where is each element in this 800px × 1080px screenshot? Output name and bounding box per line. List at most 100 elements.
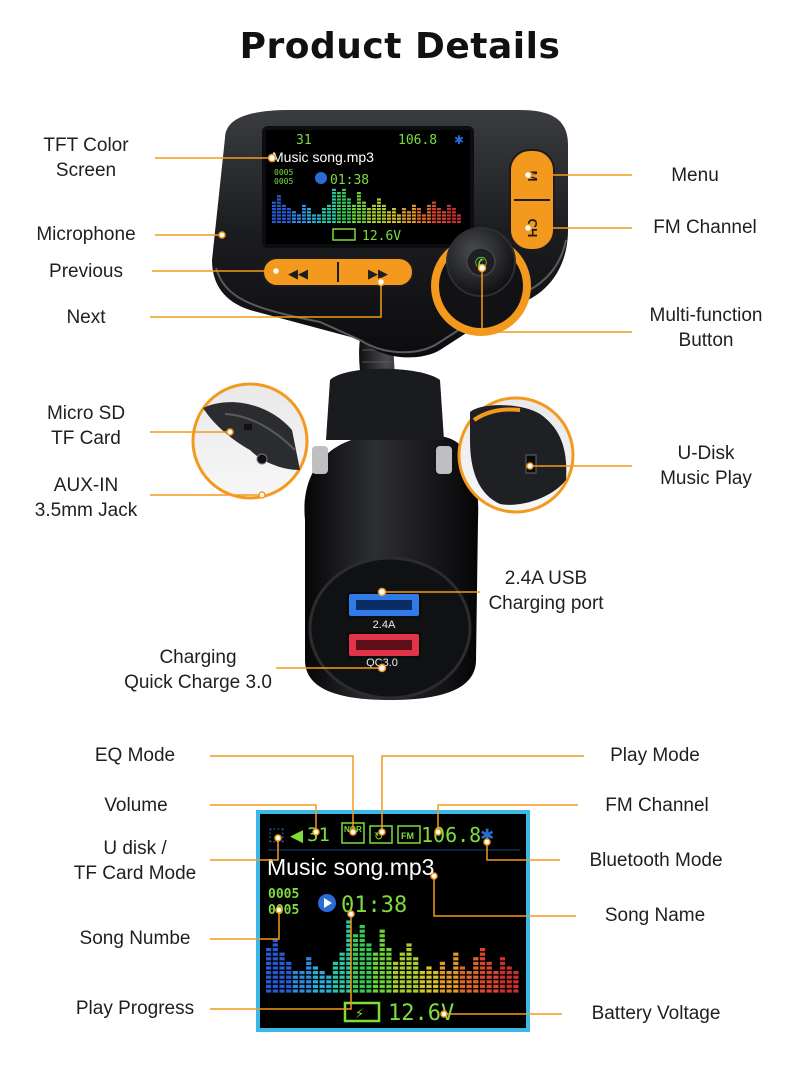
spectrum-segment (439, 989, 445, 993)
spectrum-segment (342, 220, 346, 223)
zoom-left-detail (191, 382, 309, 500)
spectrum-segment (306, 971, 312, 975)
spectrum-segment (452, 214, 456, 217)
device-song-name: Music song.mp3 (272, 149, 374, 165)
spectrum-segment (437, 217, 441, 220)
spectrum-segment (382, 214, 386, 217)
spectrum-segment (433, 989, 439, 993)
spectrum-segment (447, 220, 451, 223)
spectrum-segment (346, 984, 352, 988)
spectrum-segment (277, 211, 281, 214)
spectrum-segment (453, 961, 459, 965)
spectrum-segment (279, 966, 285, 970)
label-eq-mode: EQ Mode (94, 745, 176, 766)
device-track-top: 0005 (274, 168, 293, 177)
spectrum-segment (357, 192, 361, 195)
device-track-bottom: 0005 (274, 177, 293, 186)
spectrum-segment (352, 948, 359, 952)
spectrum-segment (446, 971, 452, 975)
spectrum-segment (382, 204, 386, 207)
spectrum-segment (372, 980, 379, 984)
spectrum-segment (399, 957, 405, 961)
spectrum-segment (459, 984, 465, 988)
spectrum-segment (286, 971, 292, 975)
spectrum-segment (346, 957, 352, 961)
spectrum-segment (337, 201, 341, 204)
spectrum-segment (372, 989, 379, 993)
device-channel: 106.8 (398, 133, 437, 148)
spectrum-segment (282, 220, 286, 223)
spectrum-segment (327, 211, 331, 214)
spectrum-segment (406, 952, 412, 956)
spectrum-segment (399, 984, 405, 988)
label-menu: Menu (671, 165, 719, 186)
spectrum-segment (347, 211, 351, 214)
spectrum-segment (346, 966, 352, 970)
display-track-bottom: 0005 (268, 903, 299, 918)
spectrum-segment (372, 220, 376, 223)
spectrum-segment (299, 975, 305, 979)
zoom-right-detail (457, 396, 575, 514)
spectrum-segment (432, 214, 436, 217)
spectrum-segment (432, 201, 436, 204)
spectrum-segment (286, 975, 292, 979)
spectrum-segment (433, 971, 439, 975)
label-multi-function: Multi-function Button (649, 305, 763, 351)
spectrum-segment (359, 938, 365, 942)
spectrum-segment (346, 948, 352, 952)
spectrum-segment (426, 971, 432, 975)
spectrum-segment (466, 971, 472, 975)
spectrum-segment (386, 989, 392, 993)
spectrum-segment (359, 966, 365, 970)
spectrum-segment (379, 952, 385, 956)
spectrum-segment (393, 975, 399, 979)
spectrum-segment (387, 211, 391, 214)
label-quick-charge: Charging Quick Charge 3.0 (124, 647, 272, 693)
spectrum-segment (392, 211, 396, 214)
spectrum-segment (312, 214, 316, 217)
spectrum-segment (386, 952, 392, 956)
spectrum-segment (272, 943, 278, 947)
spectrum-segment (377, 201, 381, 204)
spectrum-segment (352, 989, 359, 993)
spectrum-segment (393, 989, 399, 993)
spectrum-segment (266, 980, 272, 984)
spectrum-segment (346, 961, 352, 965)
spectrum-segment (453, 966, 459, 970)
spectrum-segment (453, 975, 459, 979)
display-song-name: Music song.mp3 (267, 854, 434, 880)
label-volume: Volume (104, 795, 168, 816)
spectrum-segment (337, 195, 341, 198)
spectrum-segment (452, 217, 456, 220)
spectrum-segment (317, 217, 321, 220)
spectrum-segment (357, 201, 361, 204)
spectrum-segment (393, 984, 399, 988)
spectrum-segment (302, 214, 306, 217)
spectrum-segment (473, 971, 479, 975)
display-track-top: 0005 (268, 887, 299, 902)
spectrum-segment (453, 971, 459, 975)
spectrum-segment (332, 966, 338, 970)
spectrum-segment (357, 198, 361, 201)
play-mode-icon (369, 825, 393, 844)
spectrum-segment (282, 214, 286, 217)
spectrum-segment (352, 214, 356, 217)
spectrum-segment (406, 957, 412, 961)
spectrum-segment (393, 971, 399, 975)
label-u-disk: U-Disk Music Play (660, 443, 752, 489)
spectrum-segment (413, 966, 419, 970)
spectrum-segment (266, 961, 272, 965)
label-play-mode: Play Mode (610, 745, 700, 766)
spectrum-segment (342, 201, 346, 204)
spectrum-segment (413, 989, 419, 993)
spectrum-segment (447, 214, 451, 217)
speaker-icon: ◀ (290, 826, 304, 846)
label-song-number: Song Numbe (79, 928, 191, 949)
spectrum-segment (479, 952, 486, 956)
spectrum-segment (362, 201, 366, 204)
spectrum-segment (319, 984, 325, 988)
spectrum-segment (322, 214, 326, 217)
spectrum-segment (486, 971, 492, 975)
spectrum-segment (493, 980, 499, 984)
spectrum-segment (377, 204, 381, 207)
